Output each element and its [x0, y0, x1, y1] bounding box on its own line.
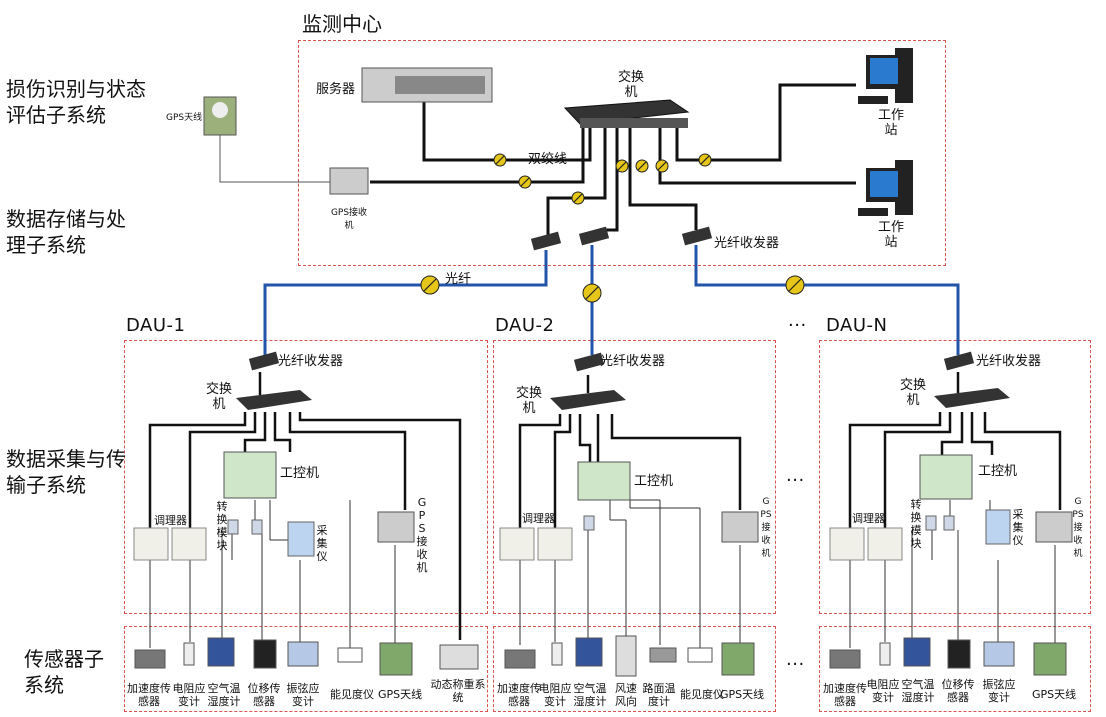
daun-fiber-transceiver-label: 光纤收发器 — [976, 354, 1042, 369]
s1-strain: 电阻应变计 — [172, 682, 206, 708]
monitor-center-title: 监测中心 — [302, 12, 382, 36]
label-acquisition-subsystem: 数据采集与传输子系统 — [6, 447, 126, 497]
s2-visibility: 能见度仪 — [680, 688, 724, 701]
s1-vibstrain: 振弦应变计 — [286, 682, 320, 708]
dau1-conditioner-label: 调理器 — [154, 514, 187, 527]
gps-receiver-label: GPS接收机 — [330, 208, 368, 231]
sn-disp: 位移传感器 — [941, 678, 975, 704]
dau2-switch-label: 交换机 — [516, 386, 543, 416]
sn-temp: 空气温湿度计 — [901, 678, 935, 704]
daun-conditioner-label: 调理器 — [852, 512, 885, 525]
daun-ipc-label: 工控机 — [978, 464, 1018, 479]
twisted-pair-label: 双绞线 — [528, 152, 568, 167]
daun-collector-label: 采集仪 — [1012, 508, 1024, 547]
dau2-title: DAU-2 — [495, 315, 555, 336]
center-fiber-transceiver-label: 光纤收发器 — [714, 236, 780, 251]
dau1-title: DAU-1 — [126, 315, 186, 336]
workstation-label-1: 工作站 — [878, 108, 905, 138]
dau-ellipsis-2: ··· — [786, 470, 805, 491]
label-storage-subsystem: 数据存储与处理子系统 — [6, 207, 126, 257]
monitor-center-box — [298, 40, 946, 266]
s2-gps: GPS天线 — [720, 688, 765, 701]
dau1-box — [124, 340, 488, 614]
sn-vibstrain: 振弦应变计 — [982, 678, 1016, 704]
sn-gps: GPS天线 — [1032, 688, 1077, 701]
dau2-gps-receiver-label: GPS接收机 — [760, 497, 772, 559]
s1-temp: 空气温湿度计 — [207, 682, 241, 708]
dau1-ipc-label: 工控机 — [280, 466, 320, 481]
server-label: 服务器 — [316, 82, 356, 97]
label-damage-subsystem: 损伤识别与状态评估子系统 — [6, 77, 146, 127]
dau1-converter-label: 转换模块 — [216, 500, 228, 552]
dau1-fiber-transceiver-label: 光纤收发器 — [278, 354, 344, 369]
dau2-fiber-transceiver-label: 光纤收发器 — [600, 354, 666, 369]
daun-gps-receiver-label: GPS接收机 — [1072, 497, 1084, 559]
s2-strain: 电阻应变计 — [538, 682, 572, 708]
dau2-box — [493, 340, 776, 614]
sensor2-box — [493, 626, 776, 712]
fiber-label: 光纤 — [445, 272, 472, 287]
daun-box — [819, 340, 1091, 614]
sn-accel: 加速度传感器 — [823, 682, 867, 708]
dau2-ipc-label: 工控机 — [634, 474, 674, 489]
dau2-conditioner-label: 调理器 — [522, 512, 555, 525]
s1-visibility: 能见度仪 — [330, 688, 374, 701]
workstation-label-2: 工作站 — [878, 220, 905, 250]
dau1-gps-receiver-label: GPS接收机 — [416, 496, 428, 574]
label-sensor-subsystem: 传感器子系统 — [24, 647, 104, 697]
daun-converter-label: 转换模块 — [910, 498, 922, 550]
dau-ellipsis: ··· — [788, 315, 807, 336]
s1-accel: 加速度传感器 — [127, 682, 171, 708]
dau1-collector-label: 采集仪 — [316, 524, 328, 563]
daun-title: DAU-N — [826, 315, 888, 336]
s2-temp: 空气温湿度计 — [573, 682, 607, 708]
center-switch-label: 交换机 — [618, 70, 645, 100]
s2-road-temp: 路面温度计 — [642, 682, 676, 708]
sensorn-box — [819, 626, 1091, 712]
gps-antenna-label: GPS天线 — [166, 113, 203, 123]
s1-disp: 位移传感器 — [247, 682, 281, 708]
sensor-ellipsis: ··· — [786, 654, 805, 675]
sensor1-box — [124, 626, 488, 712]
daun-switch-label: 交换机 — [900, 378, 927, 408]
server-device — [361, 67, 493, 103]
s2-accel: 加速度传感器 — [497, 682, 541, 708]
s1-wim: 动态称重系统 — [430, 678, 486, 704]
s1-gps: GPS天线 — [378, 688, 423, 701]
s2-wind: 风速风向 — [615, 682, 637, 708]
sn-strain: 电阻应变计 — [866, 678, 900, 704]
dau1-switch-label: 交换机 — [206, 382, 233, 412]
